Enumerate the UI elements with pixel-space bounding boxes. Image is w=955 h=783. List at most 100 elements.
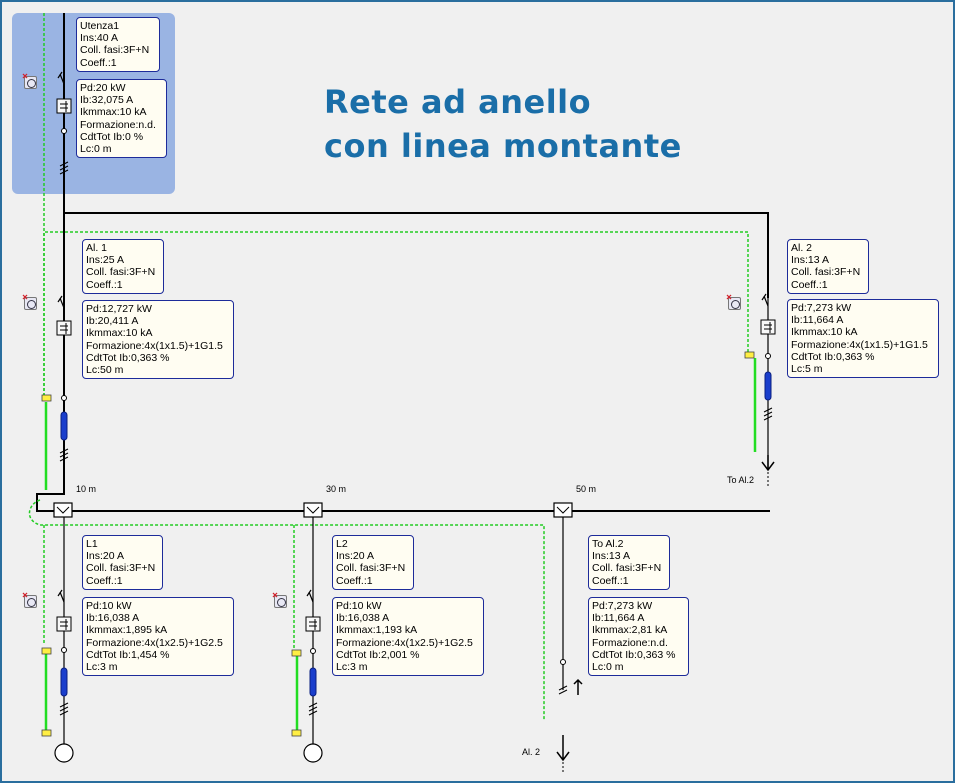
tool-icon[interactable]: [728, 297, 741, 310]
to-al2-end-label: To Al.2: [727, 475, 755, 485]
down-arrow-symbols: [556, 455, 775, 762]
toal2-header-box[interactable]: To Al.2 Ins:13 A Coll. fasi:3F+N Coeff.:…: [588, 535, 670, 590]
box-line: Ib:32,075 A: [80, 94, 134, 107]
box-line: Ikmmax:10 kA: [791, 326, 858, 339]
cable-symbols: [60, 371, 772, 697]
box-line: Ins:20 A: [86, 550, 124, 563]
box-line: Ikmmax:1,193 kA: [336, 624, 418, 637]
al2-data-box[interactable]: Pd:7,273 kW Ib:11,664 A Ikmmax:10 kA For…: [787, 299, 939, 379]
l2-data-box[interactable]: Pd:10 kW Ib:16,038 A Ikmmax:1,193 kA For…: [332, 597, 484, 677]
box-line: Pd:10 kW: [336, 600, 382, 612]
relay-inner-marks: [60, 101, 772, 630]
box-line: Lc:5 m: [791, 362, 823, 375]
box-line: Ib:11,664 A: [791, 314, 844, 327]
box-line: CdtTot Ib:0,363 %: [791, 350, 875, 363]
box-line: Coeff.:1: [86, 278, 123, 291]
box-line: Ikmmax:10 kA: [80, 106, 147, 119]
box-line: CdtTot Ib:1,454 %: [86, 648, 170, 661]
junction-dots: [61, 128, 771, 665]
box-line: Ins:20 A: [336, 550, 374, 563]
box-line: Coll. fasi:3F+N: [86, 266, 156, 279]
box-line: CdtTot Ib:0,363 %: [592, 648, 676, 661]
box-line: Ins:40 A: [80, 32, 118, 45]
title-line-2: con linea montante: [324, 127, 682, 165]
box-line: Coll. fasi:3F+N: [791, 266, 861, 279]
al2-header-box[interactable]: Al. 2 Ins:13 A Coll. fasi:3F+N Coeff.:1: [787, 239, 869, 294]
toal2-data-box[interactable]: Pd:7,273 kW Ib:11,664 A Ikmmax:2,81 kA F…: [588, 597, 689, 677]
box-line: Lc:0 m: [592, 660, 624, 673]
distance-label: 50 m: [576, 484, 597, 494]
box-line: Formazione:4x(1x2.5)+1G2.5: [336, 636, 473, 649]
box-line: Lc:3 m: [336, 660, 368, 673]
cable-green-segments: [44, 358, 757, 730]
box-line: Ib:20,411 A: [86, 315, 139, 328]
tool-icon[interactable]: [24, 76, 37, 89]
box-line: Coeff.:1: [80, 56, 117, 69]
box-line: Pd:7,273 kW: [791, 302, 852, 314]
box-line: Pd:20 kW: [80, 82, 126, 94]
box-line: Utenza1: [80, 20, 120, 32]
box-line: Ib:16,038 A: [86, 612, 140, 625]
yellow-markers: [41, 351, 755, 737]
box-line: Ikmmax:1,895 kA: [86, 624, 168, 637]
box-line: Ins:13 A: [791, 254, 829, 267]
box-line: L1: [86, 538, 98, 550]
ring-dashed-line: [28, 13, 749, 720]
protection-relay-symbols: [56, 98, 776, 632]
box-line: Formazione:4x(1x1.5)+1G1.5: [791, 338, 928, 351]
box-line: Lc:3 m: [86, 660, 118, 673]
box-line: Ib:11,664 A: [592, 612, 645, 625]
box-line: Ikmmax:2,81 kA: [592, 624, 668, 637]
al1-data-box[interactable]: Pd:12,727 kW Ib:20,411 A Ikmmax:10 kA Fo…: [82, 300, 234, 380]
box-line: Coeff.:1: [791, 278, 828, 291]
box-line: Ins:13 A: [592, 550, 630, 563]
box-line: Ikmmax:10 kA: [86, 327, 153, 340]
l1-data-box[interactable]: Pd:10 kW Ib:16,038 A Ikmmax:1,895 kA For…: [82, 597, 234, 677]
box-line: Ib:16,038 A: [336, 612, 390, 625]
box-line: Coll. fasi:3F+N: [592, 562, 662, 575]
box-line: Lc:0 m: [80, 142, 112, 155]
arrow-dots: [562, 472, 769, 774]
box-line: Coll. fasi:3F+N: [80, 44, 150, 57]
tool-icon[interactable]: [274, 595, 287, 608]
box-line: Ins:25 A: [86, 254, 124, 267]
bus-node-marks: [56, 506, 570, 514]
box-line: Coeff.:1: [86, 574, 123, 587]
box-line: CdtTot Ib:2,001 %: [336, 648, 420, 661]
tool-icon[interactable]: [24, 297, 37, 310]
box-line: Pd:12,727 kW: [86, 303, 152, 315]
box-line: Formazione:n.d.: [80, 118, 156, 131]
box-line: Coeff.:1: [336, 574, 373, 587]
box-line: Lc:50 m: [86, 363, 124, 376]
box-line: Al. 2: [791, 242, 813, 254]
breaker-symbols: [57, 71, 769, 603]
utenza1-data-box[interactable]: Pd:20 kW Ib:32,075 A Ikmmax:10 kA Formaz…: [76, 79, 167, 159]
tool-icon[interactable]: [24, 595, 37, 608]
load-circles[interactable]: [54, 743, 323, 763]
box-line: Al. 1: [86, 242, 108, 254]
al1-header-box[interactable]: Al. 1 Ins:25 A Coll. fasi:3F+N Coeff.:1: [82, 239, 164, 294]
box-line: Formazione:4x(1x1.5)+1G1.5: [86, 339, 223, 352]
box-line: To Al.2: [592, 538, 624, 550]
box-line: Pd:7,273 kW: [592, 600, 653, 612]
diagram-title: Rete ad anello con linea montante: [324, 80, 682, 168]
l2-header-box[interactable]: L2 Ins:20 A Coll. fasi:3F+N Coeff.:1: [332, 535, 414, 590]
phase-hash-marks: [59, 161, 773, 716]
box-line: CdtTot Ib:0,363 %: [86, 351, 170, 364]
box-line: Formazione:n.d.: [592, 636, 668, 649]
box-line: Formazione:4x(1x2.5)+1G2.5: [86, 636, 223, 649]
distance-label: 10 m: [76, 484, 97, 494]
box-line: Coll. fasi:3F+N: [336, 562, 406, 575]
box-line: CdtTot Ib:0 %: [80, 130, 144, 143]
title-line-1: Rete ad anello: [324, 83, 592, 121]
box-line: Coeff.:1: [592, 574, 629, 587]
al2-end-label: Al. 2: [522, 747, 541, 757]
box-line: Coll. fasi:3F+N: [86, 562, 156, 575]
bus-nodes[interactable]: [53, 502, 573, 518]
l1-header-box[interactable]: L1 Ins:20 A Coll. fasi:3F+N Coeff.:1: [82, 535, 163, 590]
utenza1-header-box[interactable]: Utenza1 Ins:40 A Coll. fasi:3F+N Coeff.:…: [76, 17, 160, 72]
box-line: Pd:10 kW: [86, 600, 132, 612]
distance-label: 30 m: [326, 484, 347, 494]
box-line: L2: [336, 538, 348, 550]
